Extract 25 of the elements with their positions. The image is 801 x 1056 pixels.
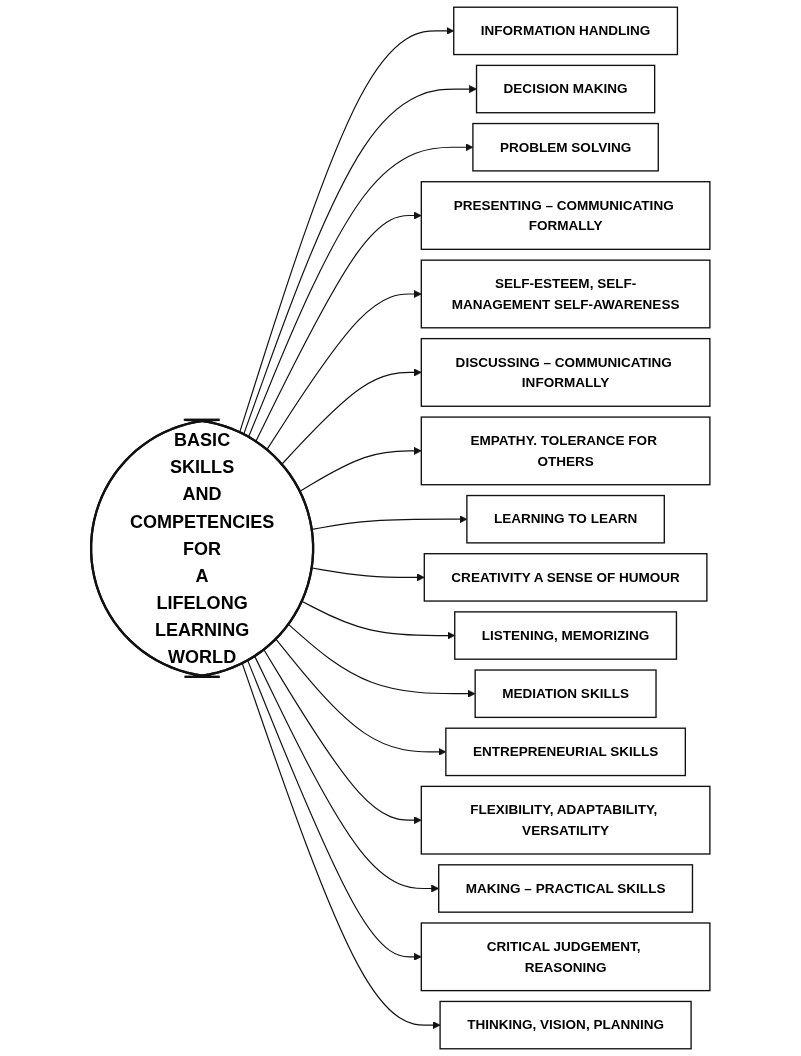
node-box: LISTENING, MEMORIZING	[454, 611, 678, 660]
arrow	[263, 649, 422, 825]
node-box: CREATIVITY A SENSE OF HUMOUR	[423, 553, 708, 602]
node-box: MEDIATION SKILLS	[474, 669, 657, 719]
arrow	[241, 663, 441, 1030]
node-box: CRITICAL JUDGEMENT, REASONING	[420, 922, 711, 992]
node-box: THINKING, VISION, PLANNING	[439, 1000, 692, 1050]
node-box: EMPATHY. TOLERANCE FOR OTHERS	[420, 416, 711, 486]
node-box: FLEXIBILITY, ADAPTABILITY, VERSATILITY	[420, 785, 711, 855]
arrow	[299, 446, 422, 492]
node-box: PRESENTING – COMMUNICATING FORMALLY	[420, 181, 711, 251]
arrow	[288, 624, 476, 698]
node-box: SELF-ESTEEM, SELF-MANAGEMENT SELF-AWARENESS	[420, 259, 711, 329]
arrow	[281, 368, 422, 465]
arrow	[243, 85, 477, 435]
arrow	[266, 290, 422, 451]
node-box: DISCUSSING – COMMUNICATING INFORMALLY	[420, 337, 711, 407]
node-box: INFORMATION HANDLING	[453, 6, 679, 56]
arrow	[247, 660, 422, 961]
node-box: PROBLEM SOLVING	[472, 122, 659, 172]
node-box: ENTREPRENEURIAL SKILLS	[445, 727, 686, 777]
node-box: LEARNING TO LEARN	[466, 494, 665, 544]
arrow	[311, 567, 425, 582]
node-box: MAKING – PRACTICAL SKILLS	[438, 864, 694, 913]
node-box: DECISION MAKING	[475, 64, 656, 114]
